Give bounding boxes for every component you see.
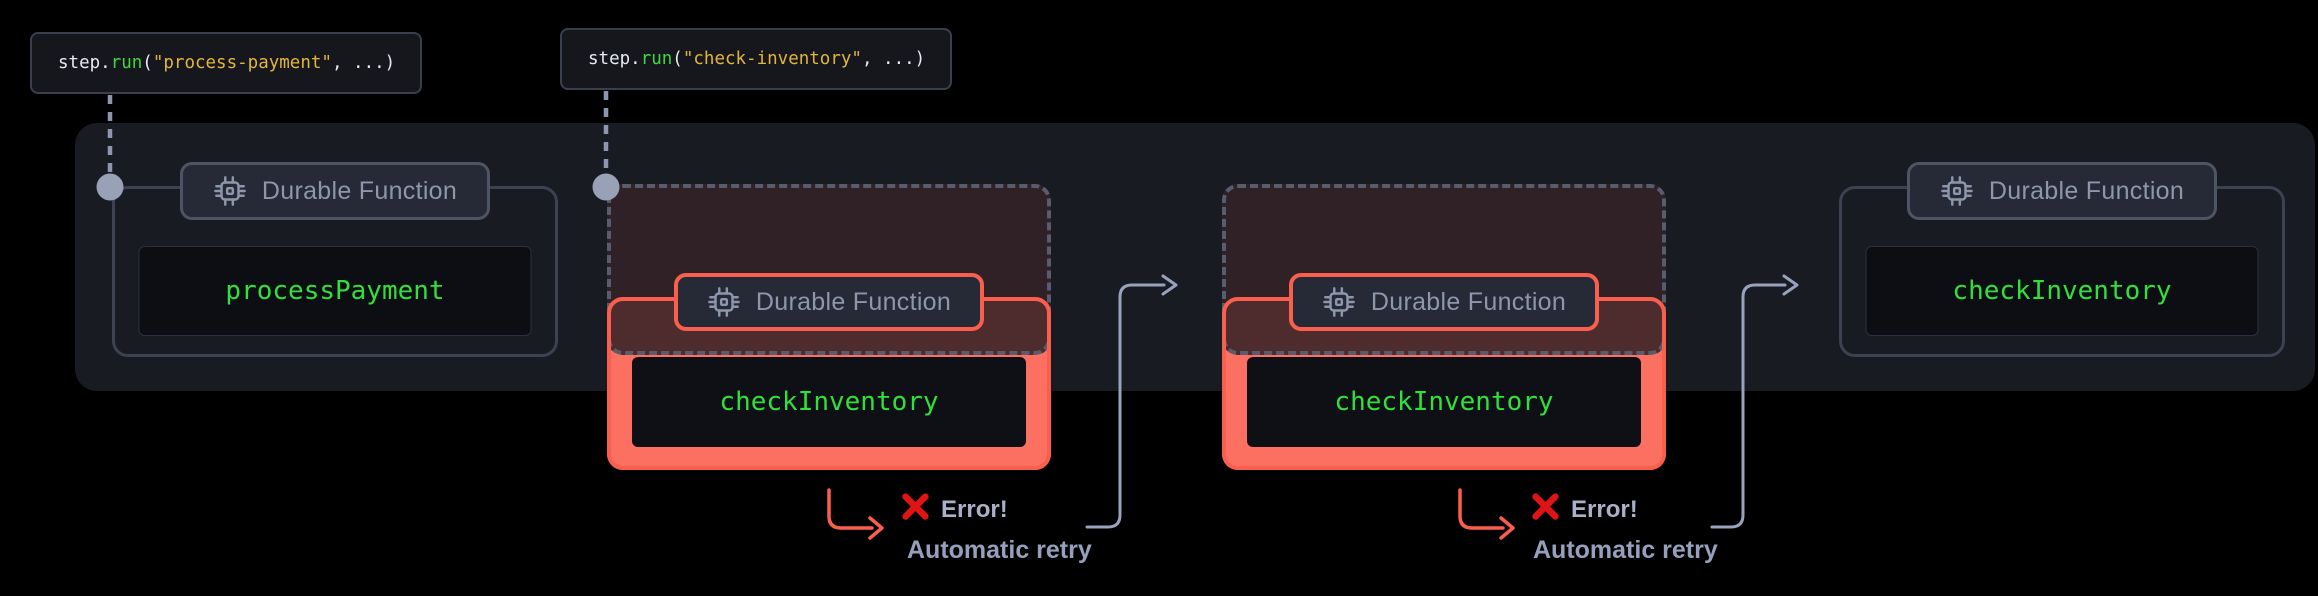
durable-function-badge: Durable Function [180,162,490,220]
function-name-box: checkInventory [1247,357,1641,447]
function-name: checkInventory [1952,276,2172,306]
function-name-box: checkInventory [1865,246,2259,336]
retry-label: Automatic retry [907,536,1092,564]
retry-label: Automatic retry [1533,536,1718,564]
arrowhead-icon [868,516,884,540]
x-mark-icon [902,493,929,520]
durable-function-badge: Durable Function [674,273,984,331]
error-arrow [1458,488,1505,530]
durable-function-group-1: Durable Function processPayment [112,162,558,357]
cpu-chip-icon [1323,287,1355,317]
code-token: ( [672,49,683,69]
function-name-box: checkInventory [632,357,1026,447]
function-name: checkInventory [719,387,939,417]
code-token: ( [142,53,153,73]
cpu-chip-icon [1941,176,1973,206]
durable-function-group-2: Durable Function checkInventory [1839,162,2285,357]
durable-function-badge: Durable Function [1289,273,1599,331]
code-token: "check-inventory" [682,49,862,69]
cpu-chip-icon [708,287,740,317]
error-label: Error! [941,496,1008,523]
badge-label: Durable Function [261,176,458,205]
error-arrow [827,488,874,530]
code-label-check-inventory: step.run("check-inventory", ...) [560,28,952,90]
function-name-box: processPayment [138,246,532,336]
cpu-chip-icon [214,176,246,206]
code-label-process-payment: step.run("process-payment", ...) [30,32,422,94]
badge-label: Durable Function [755,287,952,316]
function-name: checkInventory [1334,387,1554,417]
code-token: run [110,53,143,73]
failed-attempt-group-2: Durable Function checkInventory [1222,184,1666,472]
durable-function-badge: Durable Function [1907,162,2217,220]
code-token: "process-payment" [152,53,332,73]
x-mark-icon [1532,493,1559,520]
arrowhead-icon [1499,516,1515,540]
badge-label: Durable Function [1370,287,1567,316]
function-name: processPayment [225,276,445,306]
code-token: step. [588,49,641,69]
code-token: , ...) [861,49,926,69]
badge-label: Durable Function [1988,176,2185,205]
failed-attempt-group-1: Durable Function checkInventory [607,184,1051,472]
code-token: step. [58,53,111,73]
code-token: , ...) [331,53,396,73]
error-label: Error! [1571,496,1638,523]
code-token: run [640,49,673,69]
